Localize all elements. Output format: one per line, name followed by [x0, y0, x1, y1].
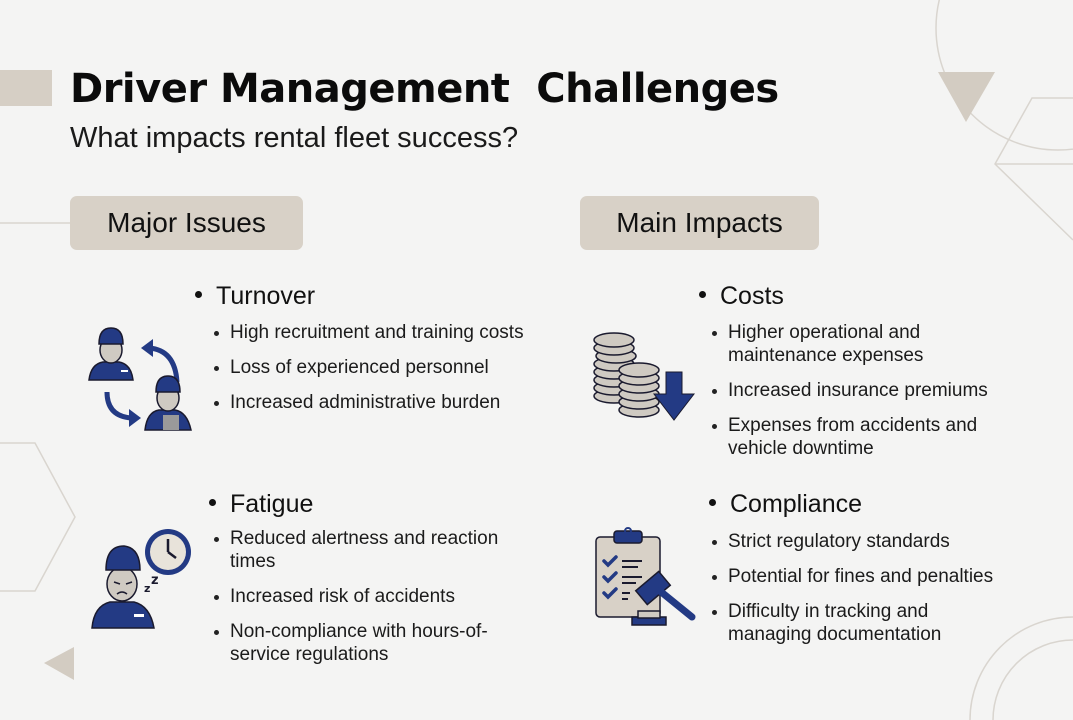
major-issues-text: Major Issues	[107, 207, 266, 238]
svg-text:z: z	[144, 582, 150, 595]
list-item: Increased administrative burden	[214, 391, 524, 414]
main-impacts-label: Main Impacts	[580, 196, 819, 250]
list-item: Higher operational and maintenance expen…	[712, 321, 1012, 367]
driver-swap-icon	[88, 327, 192, 431]
costs-list: Higher operational and maintenance expen…	[712, 321, 1012, 472]
decor-triangle-top-right	[938, 72, 995, 122]
turnover-heading: Turnover	[195, 282, 315, 311]
turnover-list: High recruitment and training costs Loss…	[214, 321, 524, 426]
costs-heading: Costs	[699, 282, 784, 311]
list-item: Increased insurance premiums	[712, 379, 1012, 402]
coins-down-arrow-icon	[593, 332, 696, 421]
compliance-list: Strict regulatory standards Potential fo…	[712, 530, 1012, 658]
fatigue-heading: Fatigue	[209, 490, 313, 519]
list-item: Strict regulatory standards	[712, 530, 1012, 553]
list-item: High recruitment and training costs	[214, 321, 524, 344]
list-item: Loss of experienced personnel	[214, 356, 524, 379]
bullet-icon	[709, 498, 716, 506]
compliance-heading: Compliance	[709, 490, 862, 519]
decor-hexagon-right	[994, 97, 1073, 241]
page-title: Driver Management Challenges	[70, 66, 779, 112]
decor-triangle-bottom-left	[44, 647, 74, 680]
list-item: Reduced alertness and reaction times	[214, 527, 524, 573]
page-subtitle: What impacts rental fleet success?	[70, 122, 519, 154]
svg-text:z: z	[151, 573, 159, 588]
bullet-icon	[699, 290, 706, 298]
list-item: Potential for fines and penalties	[712, 565, 1012, 588]
list-item: Expenses from accidents and vehicle down…	[712, 414, 1012, 460]
list-item: Increased risk of accidents	[214, 585, 524, 608]
decor-circle-top-right	[935, 0, 1073, 151]
list-item: Difficulty in tracking and managing docu…	[712, 600, 1012, 646]
decor-hexagon-left	[0, 442, 76, 592]
decor-rect-top-left	[0, 70, 52, 106]
clipboard-gavel-icon	[595, 527, 696, 626]
bullet-icon	[195, 290, 202, 298]
major-issues-label: Major Issues	[70, 196, 303, 250]
fatigue-list: Reduced alertness and reaction times Inc…	[214, 527, 524, 678]
tired-driver-clock-icon: z z	[91, 529, 191, 629]
main-impacts-text: Main Impacts	[616, 207, 783, 238]
list-item: Non-compliance with hours-of-service reg…	[214, 620, 524, 666]
bullet-icon	[209, 498, 216, 506]
